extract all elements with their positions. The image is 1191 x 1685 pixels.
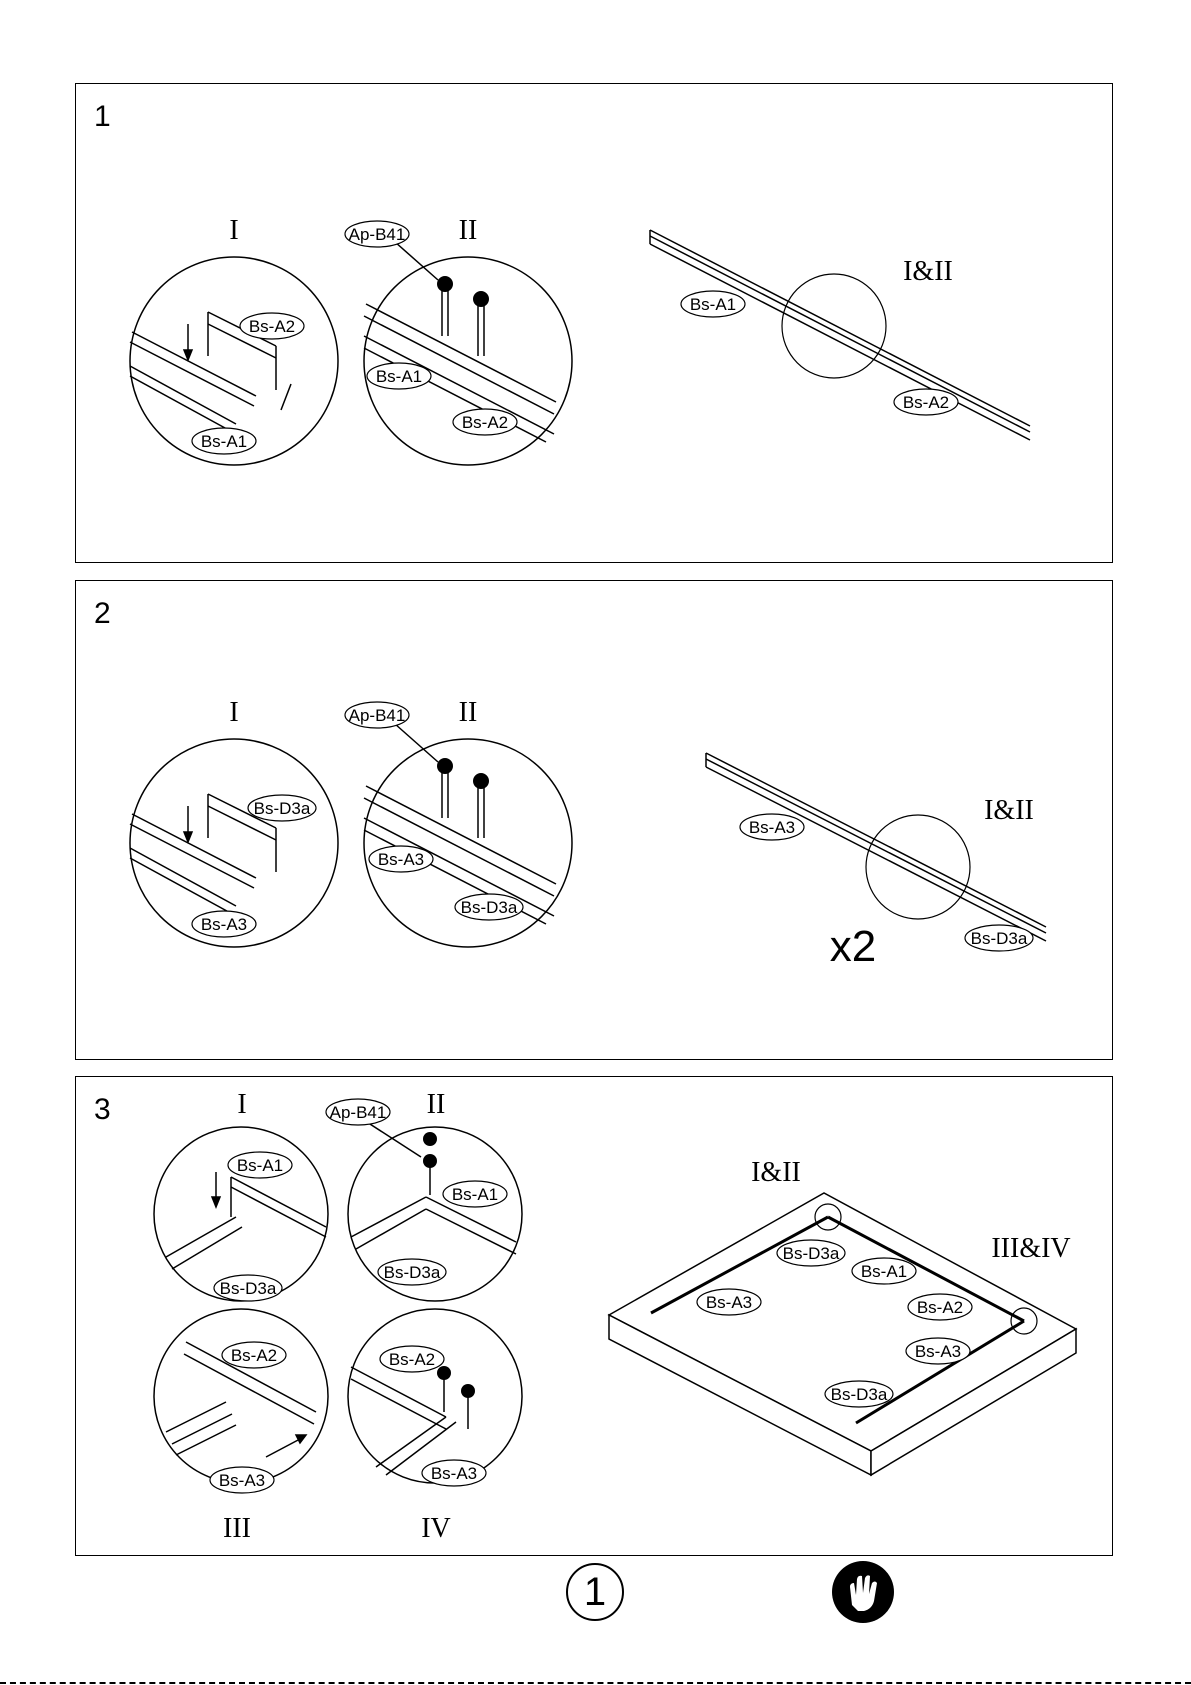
- part-label: Bs-D3a: [254, 799, 311, 818]
- part-label: Bs-A2: [903, 393, 949, 412]
- step-1-drawing: I Bs-A2 Bs-A1 II: [76, 84, 1114, 564]
- page-number: 1: [566, 1563, 624, 1621]
- detail-circle-I: I Bs-A1 Bs-D3a: [154, 1089, 328, 1301]
- part-label: Bs-A1: [237, 1156, 283, 1175]
- roman-label: I: [229, 697, 238, 728]
- part-label: Bs-D3a: [831, 1385, 888, 1404]
- roman-label: I&II: [984, 795, 1034, 826]
- part-label: Bs-A1: [690, 295, 736, 314]
- roman-label: I&II: [751, 1157, 801, 1188]
- part-label: Bs-A3: [201, 915, 247, 934]
- part-label: Bs-A3: [378, 850, 424, 869]
- gloves-icon: [832, 1561, 894, 1623]
- quantity-multiplier: x2: [830, 922, 876, 971]
- part-label: Bs-A3: [431, 1464, 477, 1483]
- detail-circle-II: II Ap-B41 Bs-A1 Bs-A2: [345, 215, 572, 465]
- roman-label: IV: [421, 1513, 451, 1544]
- part-label: Bs-D3a: [461, 898, 518, 917]
- part-label: Bs-A1: [201, 432, 247, 451]
- part-label: Bs-A2: [462, 413, 508, 432]
- part-label: Bs-A2: [231, 1346, 277, 1365]
- screw-label: Ap-B41: [330, 1103, 387, 1122]
- roman-label: III: [223, 1513, 251, 1544]
- part-label: Bs-D3a: [971, 929, 1028, 948]
- step-1-panel: 1 I Bs-A2 Bs-A1: [75, 83, 1113, 563]
- screw-label: Ap-B41: [349, 706, 406, 725]
- detail-circle-IV: IV Bs-A2 Bs-A3: [348, 1309, 522, 1544]
- detail-circle-I: I Bs-D3a Bs-A3: [130, 697, 338, 947]
- part-label: Bs-A1: [452, 1185, 498, 1204]
- roman-label: II: [427, 1089, 446, 1120]
- part-label: Bs-A2: [389, 1350, 435, 1369]
- screw-label: Ap-B41: [349, 225, 406, 244]
- part-label: Bs-A3: [706, 1293, 752, 1312]
- step-2-panel: 2 I Bs-D3a Bs-A3 II: [75, 580, 1113, 1060]
- part-label: Bs-A3: [749, 818, 795, 837]
- part-label: Bs-D3a: [220, 1279, 277, 1298]
- roman-label: I: [229, 215, 238, 246]
- step-3-panel: 3 I Bs-A1 Bs-D3a II: [75, 1076, 1113, 1556]
- part-label: Bs-A3: [915, 1342, 961, 1361]
- page-edge-dashes: [0, 1682, 1191, 1684]
- roman-label: II: [459, 697, 478, 728]
- part-label: Bs-D3a: [384, 1263, 441, 1282]
- part-label: Bs-A2: [249, 317, 295, 336]
- roman-label: III&IV: [991, 1233, 1070, 1264]
- part-label: Bs-D3a: [783, 1244, 840, 1263]
- detail-circle-II: II Ap-B41 Bs-A3 Bs-D3a: [345, 697, 572, 947]
- part-label: Bs-A1: [376, 367, 422, 386]
- detail-circle-II: II Ap-B41 Bs-A1 Bs-D3a: [326, 1089, 522, 1301]
- roman-label: I: [237, 1089, 246, 1120]
- part-label: Bs-A3: [219, 1471, 265, 1490]
- detail-circle-III: III Bs-A2 Bs-A3: [154, 1309, 328, 1544]
- overview-drawing: I&II Bs-A1 Bs-A2: [650, 230, 1030, 440]
- step-2-drawing: I Bs-D3a Bs-A3 II: [76, 581, 1114, 1061]
- part-label: Bs-A1: [861, 1262, 907, 1281]
- roman-label: I&II: [903, 256, 953, 287]
- part-label: Bs-A2: [917, 1298, 963, 1317]
- step-3-drawing: I Bs-A1 Bs-D3a II: [76, 1077, 1114, 1557]
- detail-circle-I: I Bs-A2 Bs-A1: [130, 215, 338, 465]
- overview-drawing: I&II Bs-A3 Bs-D3a x2: [706, 753, 1046, 971]
- roman-label: II: [459, 215, 478, 246]
- overview-drawing: I&II III&IV Bs-D3a Bs-A1 Bs-A3 Bs-A2 Bs-…: [609, 1157, 1076, 1475]
